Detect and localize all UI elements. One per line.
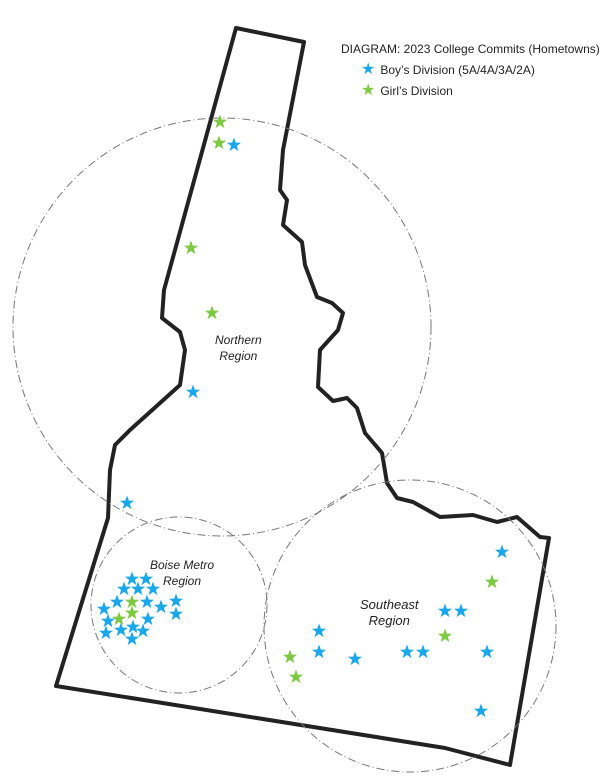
boys-commit-star (226, 137, 242, 152)
region-line: Region (219, 349, 258, 363)
boys-commit-star (119, 495, 135, 510)
boys-commit-star (116, 581, 132, 596)
legend: DIAGRAM: 2023 College Commits (Hometowns… (341, 42, 600, 99)
green-star-icon: ★ (361, 82, 376, 99)
boys-commit-star (124, 631, 140, 646)
girls-commit-star (288, 669, 304, 684)
boys-commit-star (347, 651, 363, 666)
boys-commit-star (168, 606, 184, 621)
region-line: Southeast (360, 597, 419, 612)
girls-commit-star (111, 611, 127, 626)
boys-commit-star (100, 613, 116, 628)
region-line: Region (163, 574, 202, 588)
girls-commit-star (211, 135, 227, 150)
southeast-region-circle (263, 479, 557, 773)
boys-commit-star (415, 644, 431, 659)
girls-commit-star (437, 628, 453, 643)
region-line: Boise Metro (150, 558, 215, 572)
boys-commit-star (185, 384, 201, 399)
girls-commit-star (124, 594, 140, 609)
girls-commit-star (212, 114, 228, 129)
girls-commit-star (484, 574, 500, 589)
boys-commit-star (125, 619, 141, 634)
girls-commit-star (183, 240, 199, 255)
boys-commit-star (130, 581, 146, 596)
boys-commit-star (473, 703, 489, 718)
boys-commit-star (135, 623, 151, 638)
boys-commit-star (479, 644, 495, 659)
boys-commit-star (311, 623, 327, 638)
boys-commit-star (109, 594, 125, 609)
boys-commit-star (437, 603, 453, 618)
legend-boys: ★ Boy’s Division (5A/4A/3A/2A) (361, 61, 600, 78)
boys-commit-star (124, 571, 140, 586)
boys-commit-star (140, 611, 156, 626)
boys-commit-star (494, 544, 510, 559)
idaho-outline (54, 26, 551, 767)
region-line: Region (368, 613, 410, 628)
boys-commit-star (153, 599, 169, 614)
boys-commit-star (139, 594, 155, 609)
legend-title: DIAGRAM: 2023 College Commits (Hometowns… (341, 42, 600, 56)
boys-commit-star (453, 603, 469, 618)
legend-girls-label: Girl’s Division (380, 84, 453, 98)
boys-commit-star (168, 593, 184, 608)
boys-commit-star (98, 625, 114, 640)
boise-region-circle (90, 516, 268, 694)
girls-commit-star (282, 649, 298, 664)
girls-commit-star (124, 605, 140, 620)
boys-commit-star (145, 581, 161, 596)
girls-commit-star (204, 305, 220, 320)
boys-commit-star (311, 644, 327, 659)
boys-commit-star (399, 644, 415, 659)
legend-boys-label: Boy’s Division (5A/4A/3A/2A) (380, 63, 535, 77)
boys-commit-star (113, 622, 129, 637)
legend-girls: ★ Girl’s Division (361, 82, 600, 99)
region-line: Northern (215, 333, 262, 347)
blue-star-icon: ★ (361, 61, 376, 78)
boys-commit-star (138, 571, 154, 586)
northern-region-circle (12, 117, 432, 537)
boys-commit-star (96, 601, 112, 616)
